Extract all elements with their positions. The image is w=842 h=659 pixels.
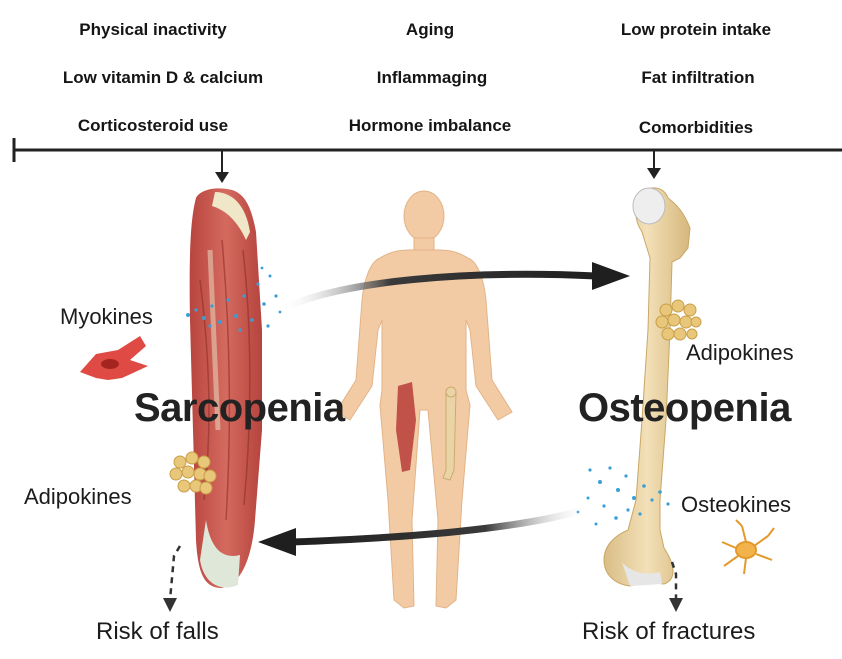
factor-low-protein-intake: Low protein intake bbox=[621, 20, 771, 40]
fat-cluster-icon bbox=[170, 452, 216, 494]
risk-of-fractures-label: Risk of fractures bbox=[582, 618, 755, 646]
factor-physical-inactivity: Physical inactivity bbox=[79, 20, 226, 40]
factor-aging: Aging bbox=[406, 20, 454, 40]
fat-cluster-bone-icon bbox=[656, 300, 701, 340]
factor-corticosteroid-use: Corticosteroid use bbox=[78, 116, 228, 136]
osteopenia-title: Osteopenia bbox=[578, 386, 791, 431]
factor-fat-infiltration: Fat infiltration bbox=[641, 68, 754, 88]
factor-vitamin-d-calcium: Low vitamin D & calcium bbox=[63, 68, 263, 88]
timeline-axis bbox=[14, 138, 842, 183]
falls-risk-arrow bbox=[163, 546, 180, 612]
osteocyte-icon bbox=[722, 520, 774, 574]
human-body-illustration bbox=[336, 191, 512, 608]
factor-comorbidities: Comorbidities bbox=[639, 118, 753, 138]
factor-hormone-imbalance: Hormone imbalance bbox=[349, 116, 512, 136]
bone-to-muscle-arrow bbox=[258, 508, 590, 556]
myokines-label: Myokines bbox=[60, 304, 153, 330]
factor-inflammaging: Inflammaging bbox=[377, 68, 488, 88]
sarcopenia-title: Sarcopenia bbox=[134, 386, 345, 431]
risk-of-falls-label: Risk of falls bbox=[96, 618, 219, 646]
adipokines-bone-label: Adipokines bbox=[686, 340, 794, 366]
muscle-cell-icon bbox=[80, 336, 148, 380]
osteokines-label: Osteokines bbox=[681, 492, 791, 518]
adipokines-muscle-label: Adipokines bbox=[24, 484, 132, 510]
